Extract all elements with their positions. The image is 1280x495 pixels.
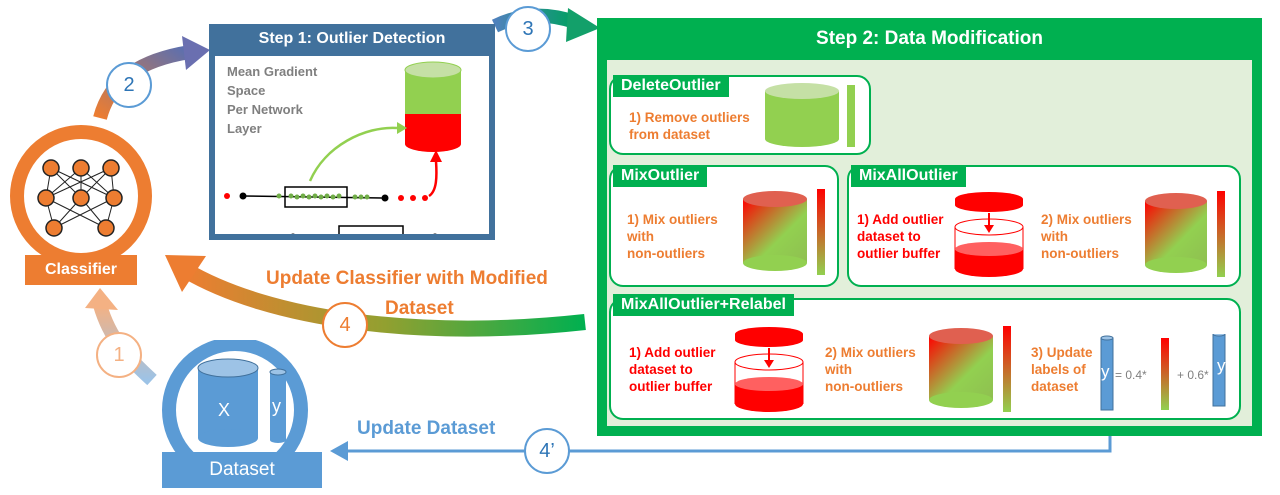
gradient-space-illustration [224,61,462,234]
outlier-buffer-icon [954,192,1024,277]
mix-all-outlier-step1-line2: dataset to [857,229,921,244]
delete-outlier-box: DeleteOutlier 1) Remove outliers from da… [609,75,871,155]
relabel-step1-line3: outlier buffer [629,379,713,394]
relabel-step1: 1) Add outlier dataset to outlier buffer [629,344,716,395]
relabel-outlier-buffer-icon [734,327,804,412]
relabel-step3: 3) Update labels of dataset [1031,344,1093,395]
delete-outlier-desc: 1) Remove outliers from dataset [629,109,750,143]
step-number-2: 2 [106,62,152,108]
relabel-title: MixAllOutlier+Relabel [613,294,794,316]
delete-outlier-icon [765,83,855,147]
arrow-4-head [165,255,206,292]
step1-desc-line2: Space [227,83,266,98]
dataset-label: Dataset [162,452,322,488]
delete-outlier-title: DeleteOutlier [613,75,729,97]
mix-all-outlier-step2-line1: 2) Mix outliers [1041,212,1132,227]
dataset-ring [162,337,308,483]
mix-all-outlier-step1-line3: outlier buffer [857,246,941,261]
relabel-step2-line2: with [825,362,852,377]
mix-all-outlier-step1-line1: 1) Add outlier [857,212,944,227]
dataset-x-label: X [218,400,231,420]
step2-title: Step 2: Data Modification [816,28,1043,49]
arrow-2-head [182,36,210,70]
classifier: Classifier [6,120,160,290]
relabel-step1-line1: 1) Add outlier [629,345,716,360]
mix-all-outlier-title: MixAllOutlier [851,165,966,187]
relabel-step2-line3: non-outliers [825,379,903,394]
arrow-3-head [566,8,600,42]
dataset: X y Dataset [160,337,330,490]
mix-outlier-icon [743,189,825,275]
arrow-1-head [85,288,118,310]
delete-outlier-desc-line2: from dataset [629,127,711,142]
mix-outlier-desc-line3: non-outliers [627,246,705,261]
relabel-mix-icon [929,326,1011,412]
relabel-eq-y2: y [1217,356,1226,375]
relabel-eq-coef2: + 0.6* [1177,368,1209,382]
relabel-eq-y: y [1101,362,1110,381]
step-number-1: 1 [96,332,142,378]
relabel-step3-line1: 3) Update [1031,345,1093,360]
arrow-4p-head [330,441,348,461]
step1-content: Mean Gradient Space Per Network Layer [215,56,489,234]
mix-all-outlier-step2-line2: with [1041,229,1068,244]
relabel-step3-line2: labels of [1031,362,1086,377]
step-number-4-prime: 4’ [524,428,570,474]
update-dataset-label: Update Dataset [357,418,496,439]
relabel-equation-bars [1100,334,1226,411]
step1-desc-line3: Per Network [227,102,303,117]
relabel-step2: 2) Mix outliers with non-outliers [825,344,916,395]
step1-desc-line1: Mean Gradient [227,64,318,79]
step1-panel: Step 1: Outlier Detection Mean Gradient … [209,24,495,240]
step1-description: Mean Gradient Space Per Network Layer [227,62,317,138]
mix-outlier-box: MixOutlier 1) Mix outliers with non-outl… [609,165,839,287]
mix-outlier-desc-line1: 1) Mix outliers [627,212,718,227]
relabel-step3-line3: dataset [1031,379,1079,394]
mix-outlier-title: MixOutlier [613,165,708,187]
relabel-eq-coef1: = 0.4* [1115,368,1147,382]
mix-all-outlier-step2: 2) Mix outliers with non-outliers [1041,211,1132,262]
mix-all-outlier-icon [1145,191,1225,277]
step-number-3: 3 [505,6,551,52]
relabel-box: MixAllOutlier+Relabel 1) Add outlier dat… [609,294,1241,420]
dataset-y-label: y [272,396,281,416]
relabel-step2-line1: 2) Mix outliers [825,345,916,360]
mix-outlier-desc-line2: with [627,229,654,244]
update-classifier-line2: Dataset [385,298,454,319]
step1-title: Step 1: Outlier Detection [258,30,446,47]
mix-outlier-desc: 1) Mix outliers with non-outliers [627,211,718,262]
step-number-4: 4 [322,302,368,348]
relabel-step1-line2: dataset to [629,362,693,377]
update-classifier-line1: Update Classifier with Modified [266,268,548,289]
mix-all-outlier-box: MixAllOutlier 1) Add outlier dataset to … [847,165,1241,287]
mix-all-outlier-step1: 1) Add outlier dataset to outlier buffer [857,211,944,262]
classifier-label: Classifier [25,255,137,285]
mix-all-outlier-step2-line3: non-outliers [1041,246,1119,261]
step1-desc-line4: Layer [227,121,262,136]
delete-outlier-desc-line1: 1) Remove outliers [629,110,750,125]
